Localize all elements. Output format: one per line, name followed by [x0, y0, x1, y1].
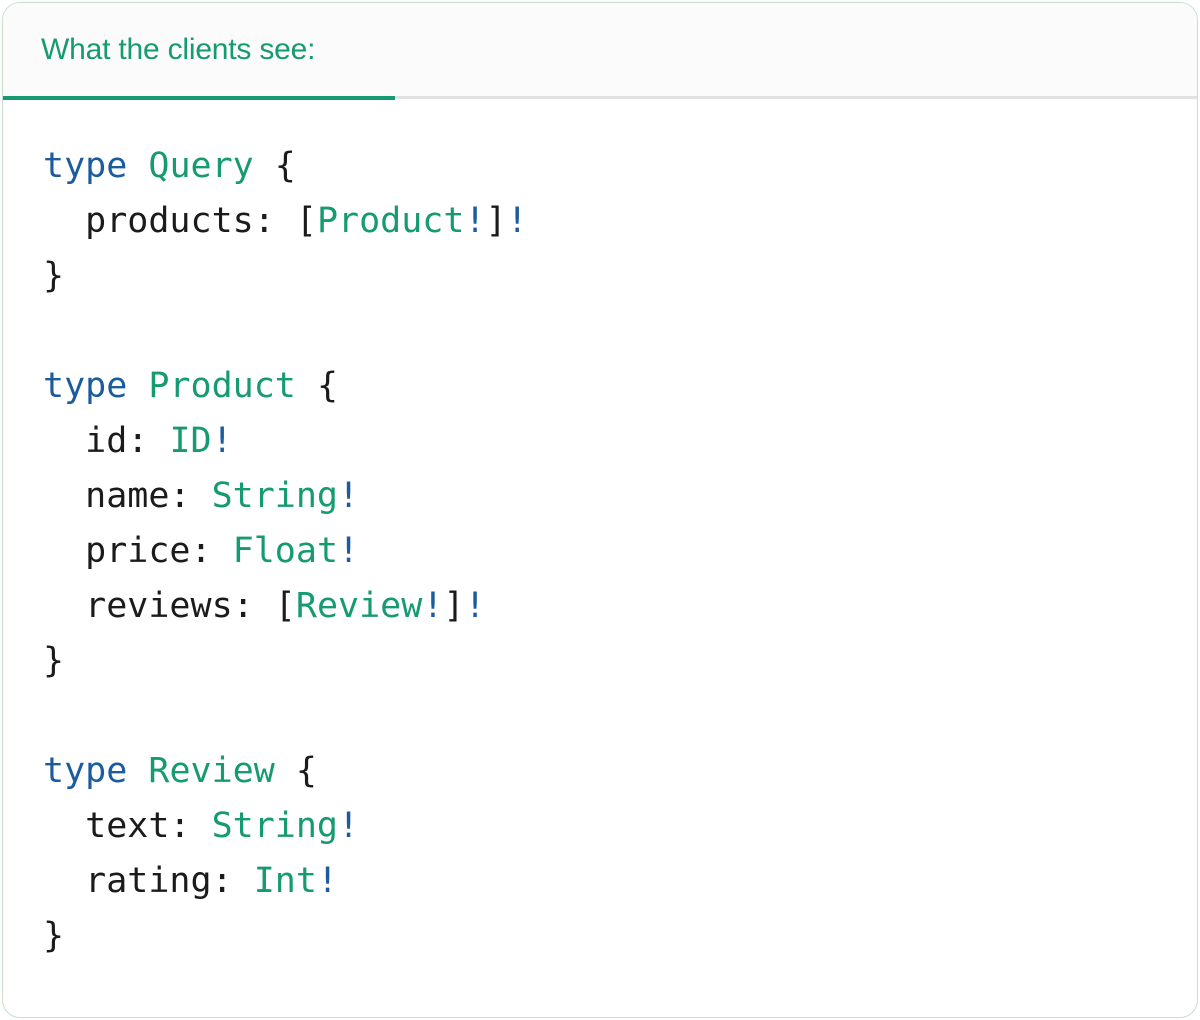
code-token-plain [127, 146, 148, 186]
code-line: } [43, 249, 1157, 304]
code-token-typename: ID [169, 421, 212, 461]
code-line: products: [Product!]! [43, 194, 1157, 249]
code-token-keyword: ! [316, 861, 339, 901]
code-token-keyword: ! [211, 421, 233, 461]
tab-bar-divider [3, 96, 1197, 99]
code-line: } [43, 634, 1157, 689]
code-token-plain: name: [43, 476, 212, 516]
code-line: } [43, 909, 1157, 964]
code-token-plain: } [43, 641, 65, 681]
code-token-keyword: type [43, 751, 128, 791]
code-token-plain: ] [485, 201, 507, 241]
code-line: type Query { [43, 139, 1157, 194]
code-line [43, 689, 1157, 744]
code-token-typename: Review [295, 586, 423, 626]
code-token-plain: rating: [43, 861, 254, 901]
tab-bar: What the clients see: [3, 3, 1197, 100]
code-line: price: Float! [43, 524, 1157, 579]
code-line: type Product { [43, 359, 1157, 414]
code-token-keyword: ! [338, 806, 360, 846]
tab-what-clients-see[interactable]: What the clients see: [3, 3, 395, 96]
code-token-typename: String [211, 806, 339, 846]
code-token-plain: reviews: [ [43, 586, 296, 626]
code-token-plain: { [274, 751, 317, 791]
code-token-typename: Float [232, 531, 339, 571]
code-token-keyword: ! [338, 531, 360, 571]
code-token-keyword: ! [464, 201, 486, 241]
code-token-plain [127, 751, 148, 791]
code-token-plain: { [295, 366, 339, 406]
code-token-plain: products: [ [43, 201, 317, 241]
code-line: reviews: [Review!]! [43, 579, 1157, 634]
code-token-keyword: type [43, 366, 128, 406]
code-line [43, 304, 1157, 359]
code-token-plain: ] [443, 586, 465, 626]
code-line: rating: Int! [43, 854, 1157, 909]
code-token-keyword: ! [506, 201, 528, 241]
code-token-plain: } [43, 256, 65, 296]
code-token-typename: Int [253, 861, 317, 901]
code-line: type Review { [43, 744, 1157, 799]
code-token-plain: { [253, 146, 296, 186]
code-token-plain: price: [43, 531, 233, 571]
code-block: type Query { products: [Product!]!} type… [3, 100, 1197, 1004]
code-token-typename: String [211, 476, 339, 516]
code-line: name: String! [43, 469, 1157, 524]
code-token-typename: Query [148, 146, 254, 186]
code-token-keyword: ! [338, 476, 360, 516]
code-line: text: String! [43, 799, 1157, 854]
tab-label: What the clients see: [41, 32, 316, 66]
code-token-keyword: ! [464, 586, 486, 626]
code-token-plain: id: [43, 421, 170, 461]
code-token-plain: text: [43, 806, 212, 846]
code-token-keyword: type [43, 146, 128, 186]
code-token-typename: Review [148, 751, 275, 791]
code-line: id: ID! [43, 414, 1157, 469]
code-token-keyword: ! [422, 586, 444, 626]
code-token-plain [127, 366, 148, 406]
active-tab-indicator [3, 96, 395, 100]
code-token-plain: } [43, 916, 65, 956]
code-token-typename: Product [148, 366, 296, 406]
code-token-typename: Product [316, 201, 465, 241]
